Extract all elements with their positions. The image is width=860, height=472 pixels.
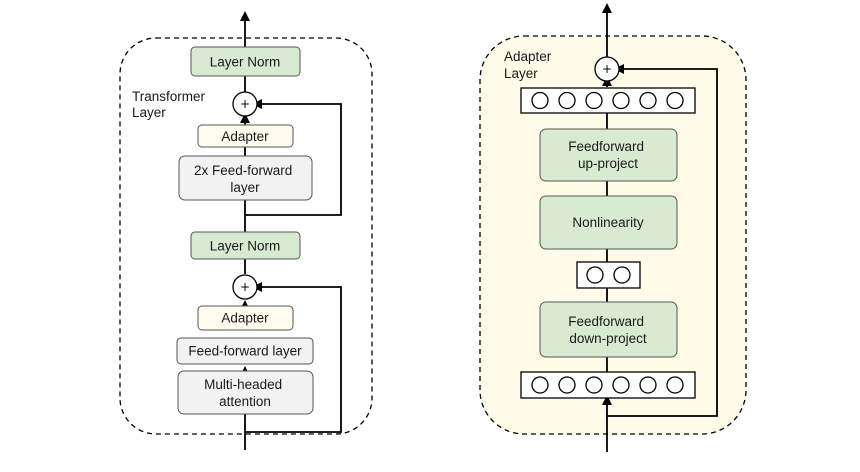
multi-headed-attention-box [177,370,314,415]
neuron [639,91,657,110]
neuron [613,266,631,284]
add-node-bottom-symbol: + [240,280,250,294]
neuron [666,376,684,394]
neuron [612,91,630,110]
nonlinearity-label: Nonlinearity [572,215,644,230]
adapter-add-node-symbol: + [602,62,612,76]
transformer-layer-panel: Transformer Layer Layer Norm + Adapter 2… [119,11,373,450]
neuron [531,91,549,110]
adapter-bottom-box [197,305,294,331]
neuron [639,376,657,394]
output-neuron-row [520,87,696,114]
ffn-2x-box [178,155,313,201]
adapter-add-node [594,56,620,82]
neuron [586,266,604,284]
ffn-2x-label: 2x Feed-forward layer [194,163,296,195]
ffn-label: Feed-forward layer [188,344,302,359]
input-neuron-row [520,371,696,399]
adapter-top-label: Adapter [221,129,269,144]
feedforward-up-project-box [539,128,678,182]
adapter-layer-caption: Adapter Layer [504,49,555,81]
add-node-top [232,91,258,117]
neuron [585,91,603,110]
layer-norm-mid-label: Layer Norm [210,239,281,254]
neuron [531,376,549,394]
nonlinearity-box [539,195,678,250]
feedforward-down-project-box [539,301,678,358]
multi-headed-attention-label: Multi-headed attention [204,377,286,409]
adapter-bottom-label: Adapter [221,311,269,326]
feedforward-down-project-label: Feedforward down-project [568,314,648,346]
residual-connection-bottom [245,282,342,433]
neuron [558,376,576,394]
adapter-layer-panel: Adapter Layer + Feedforward up-project N… [479,3,747,452]
feedforward-up-project-label: Feedforward up-project [568,139,648,171]
layer-norm-mid-box [190,231,301,260]
neuron [612,376,630,394]
transformer-layer-caption: Transformer Layer [132,89,209,120]
neuron [558,91,576,110]
transformer-layer-boundary [119,37,373,435]
layer-norm-top-label: Layer Norm [210,55,281,70]
ffn-box [176,337,314,365]
neuron [585,376,603,394]
adapter-top-box [197,124,294,148]
layer-norm-top-box [190,46,301,77]
neuron [666,91,684,110]
adapter-skip-connection [607,64,718,417]
residual-connection-top [245,99,342,216]
add-node-bottom [232,274,258,300]
add-node-top-symbol: + [240,97,250,111]
